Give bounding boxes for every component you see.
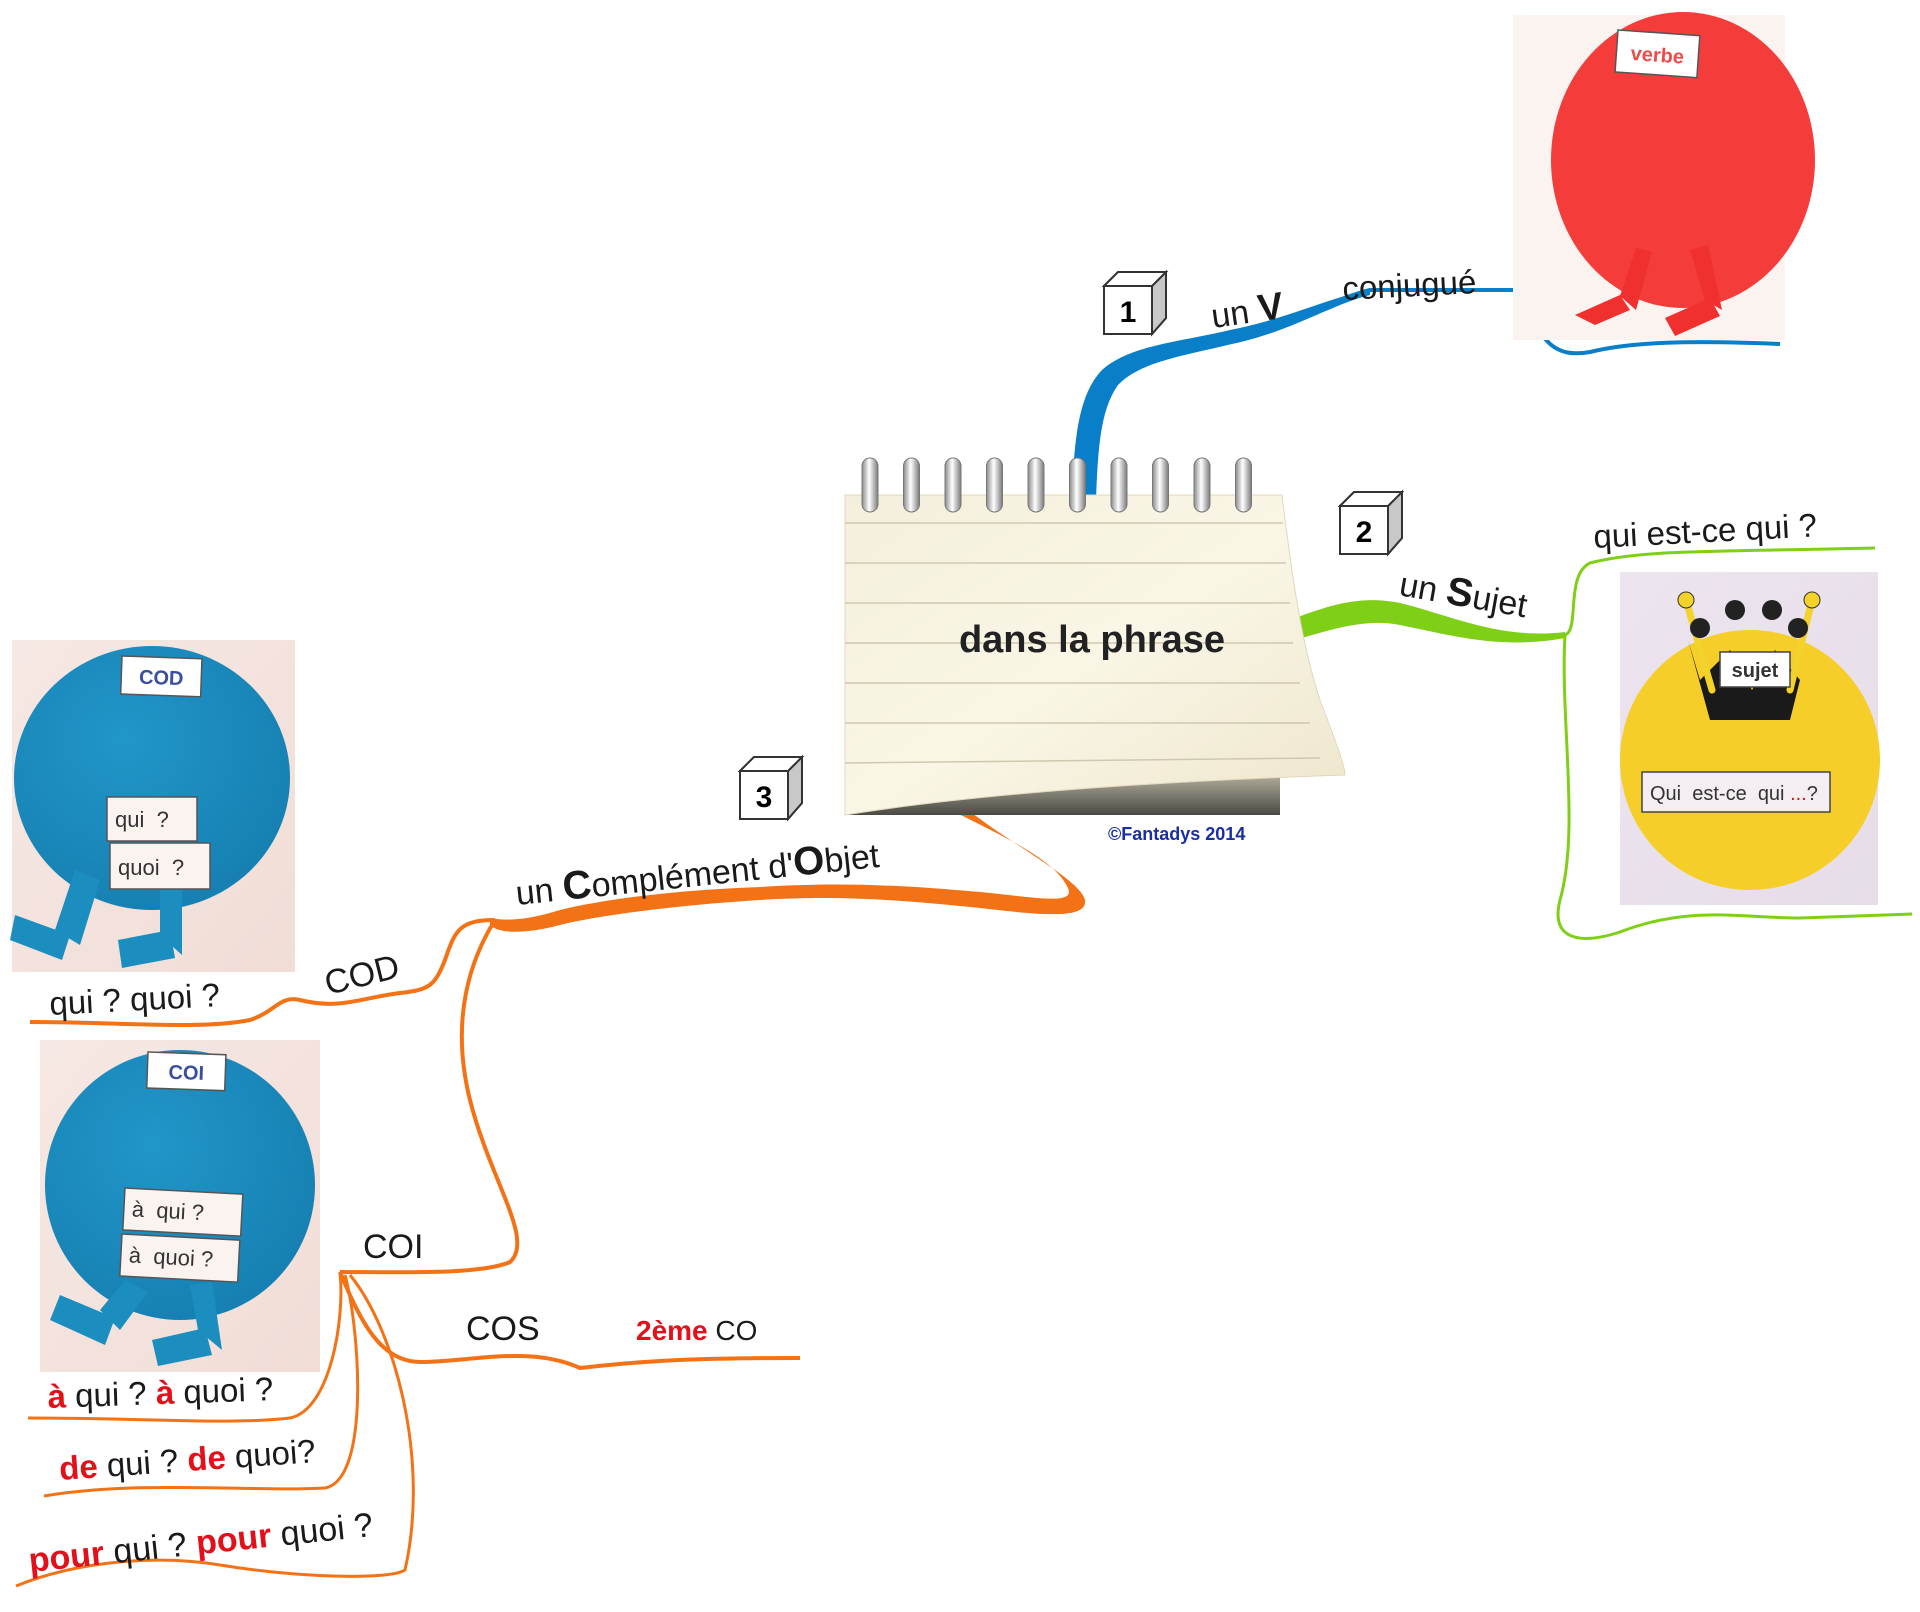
cod-card-line1: qui ? (115, 807, 169, 832)
coi-question-pour-branch (15, 1274, 415, 1588)
notebook-page (844, 494, 1346, 816)
coi-card-tag (145, 1051, 227, 1092)
verb-card-tag (1614, 29, 1701, 79)
coi-question-a-q2: quoi ? (174, 1370, 274, 1410)
number-box-1: 1 (1101, 269, 1169, 337)
object-label-p3: bjet (822, 837, 881, 881)
cod-branch (29, 918, 496, 1028)
subject-card-question-box (1641, 771, 1831, 813)
coi-card-line1-box (122, 1187, 244, 1237)
notebook-ring (944, 457, 962, 513)
cod-card-tag (119, 655, 203, 698)
cod-card-line2-box (109, 842, 211, 890)
object-label-k1: C (560, 862, 593, 909)
cos-sub-red: 2ème (636, 1315, 708, 1346)
cod-card-line1-box (106, 796, 198, 842)
subject-branch-label[interactable]: un Sujet (1396, 561, 1531, 627)
notebook-ring (986, 457, 1003, 513)
coi-card-image: COI à qui ? à quoi ? (40, 1040, 320, 1372)
central-notebook[interactable]: dans la phrase (844, 457, 1346, 816)
coi-question-de-q1: qui ? (96, 1441, 188, 1484)
coi-card-tag-text: COI (168, 1062, 204, 1085)
subject-card-question-text: Qui est-ce qui (1650, 783, 1790, 805)
copyright-text: ©Fantadys 2014 (1108, 824, 1245, 844)
object-branch-thick (490, 810, 1086, 932)
verb-sub-label[interactable]: conjugué (1341, 263, 1477, 307)
verb-card-legs (1575, 245, 1722, 336)
notebook-rings (861, 457, 1252, 513)
cod-card-circle (14, 646, 290, 910)
coi-question-pour-q2: quoi ? (269, 1506, 375, 1554)
object-label-k2: O (791, 838, 827, 885)
notebook-ring (1069, 457, 1086, 513)
subject-card-question-dots: ... (1790, 783, 1807, 805)
subject-card-circle (1620, 630, 1880, 890)
notebook-lines (844, 522, 1321, 764)
cos-branch (338, 1271, 801, 1371)
notebook-ring (1152, 457, 1169, 513)
notebook-ring (1110, 457, 1128, 513)
subject-question-label[interactable]: qui est-ce qui ? (1592, 506, 1817, 555)
coi-question-de-branch (43, 1274, 360, 1498)
coi-question-de-q2: quoi? (224, 1432, 316, 1475)
coi-card-circle (45, 1050, 315, 1320)
number-2: 2 (1356, 516, 1373, 549)
coi-label[interactable]: COI (363, 1228, 423, 1266)
coi-question-pour[interactable]: pour qui ? pour quoi ? (27, 1506, 375, 1580)
notebook-ring (861, 457, 879, 513)
number-1: 1 (1120, 296, 1137, 329)
verb-card-tag-text: verbe (1630, 43, 1685, 69)
coi-question-a-branch (27, 1271, 343, 1423)
notebook-ring (1027, 457, 1045, 513)
cos-sub-label[interactable]: 2ème CO (636, 1315, 757, 1346)
coi-question-a-q1: qui ? (65, 1374, 156, 1414)
verb-card-image: verbe (1513, 12, 1815, 340)
coi-question-a-prep2: à (155, 1374, 175, 1412)
cod-card-tag-text: COD (139, 667, 184, 691)
cos-label[interactable]: COS (466, 1310, 540, 1348)
coi-question-de[interactable]: de qui ? de quoi? (58, 1432, 317, 1487)
cod-question-label[interactable]: qui ? quoi ? (48, 976, 220, 1022)
coi-card-legs (50, 1280, 222, 1366)
coi-question-pour-prep1: pour (27, 1534, 106, 1580)
coi-card-line1: à qui ? (131, 1196, 204, 1225)
coi-question-pour-prep2: pour (194, 1517, 273, 1563)
object-label-p1: un (514, 870, 565, 913)
number-box-3: 3 (737, 754, 805, 822)
verb-label-prefix: un (1209, 292, 1261, 336)
coi-question-a-prep1: à (47, 1377, 67, 1415)
subject-branch-thick (1290, 600, 1565, 643)
central-title: dans la phrase (959, 619, 1225, 661)
cos-sub-rest: CO (708, 1315, 758, 1346)
subject-card-image: sujet Qui est-ce qui ...? (1620, 572, 1880, 905)
subject-card-tag (1719, 651, 1791, 688)
number-box-2: 2 (1337, 489, 1405, 557)
coi-branch (339, 918, 520, 1275)
coi-card-line2-box (119, 1233, 241, 1283)
notebook-ring (903, 457, 920, 513)
subject-card-question-end: ? (1807, 783, 1818, 805)
coi-card-line2: à quoi ? (128, 1242, 214, 1271)
coi-question-a[interactable]: à qui ? à quoi ? (47, 1370, 274, 1415)
cod-card-line2: quoi ? (118, 855, 184, 880)
subject-card-question: Qui est-ce qui ...? (1650, 783, 1818, 805)
subject-label-rest: ujet (1469, 578, 1530, 625)
number-3: 3 (756, 781, 773, 814)
notebook-ring (1235, 457, 1252, 513)
coi-question-de-prep2: de (186, 1438, 227, 1478)
subject-branch (1556, 546, 1913, 940)
coi-question-de-prep1: de (58, 1447, 99, 1487)
notebook-ring (1193, 457, 1211, 513)
subject-card-tag-text: sujet (1732, 660, 1779, 682)
cod-card-legs (10, 870, 182, 968)
verb-card-circle (1551, 12, 1815, 308)
verb-label-key: V (1255, 285, 1287, 330)
coi-question-pour-q1: qui ? (102, 1525, 198, 1572)
subject-label-prefix: un (1397, 565, 1450, 611)
cod-card-image: COD qui ? quoi ? (10, 640, 295, 972)
